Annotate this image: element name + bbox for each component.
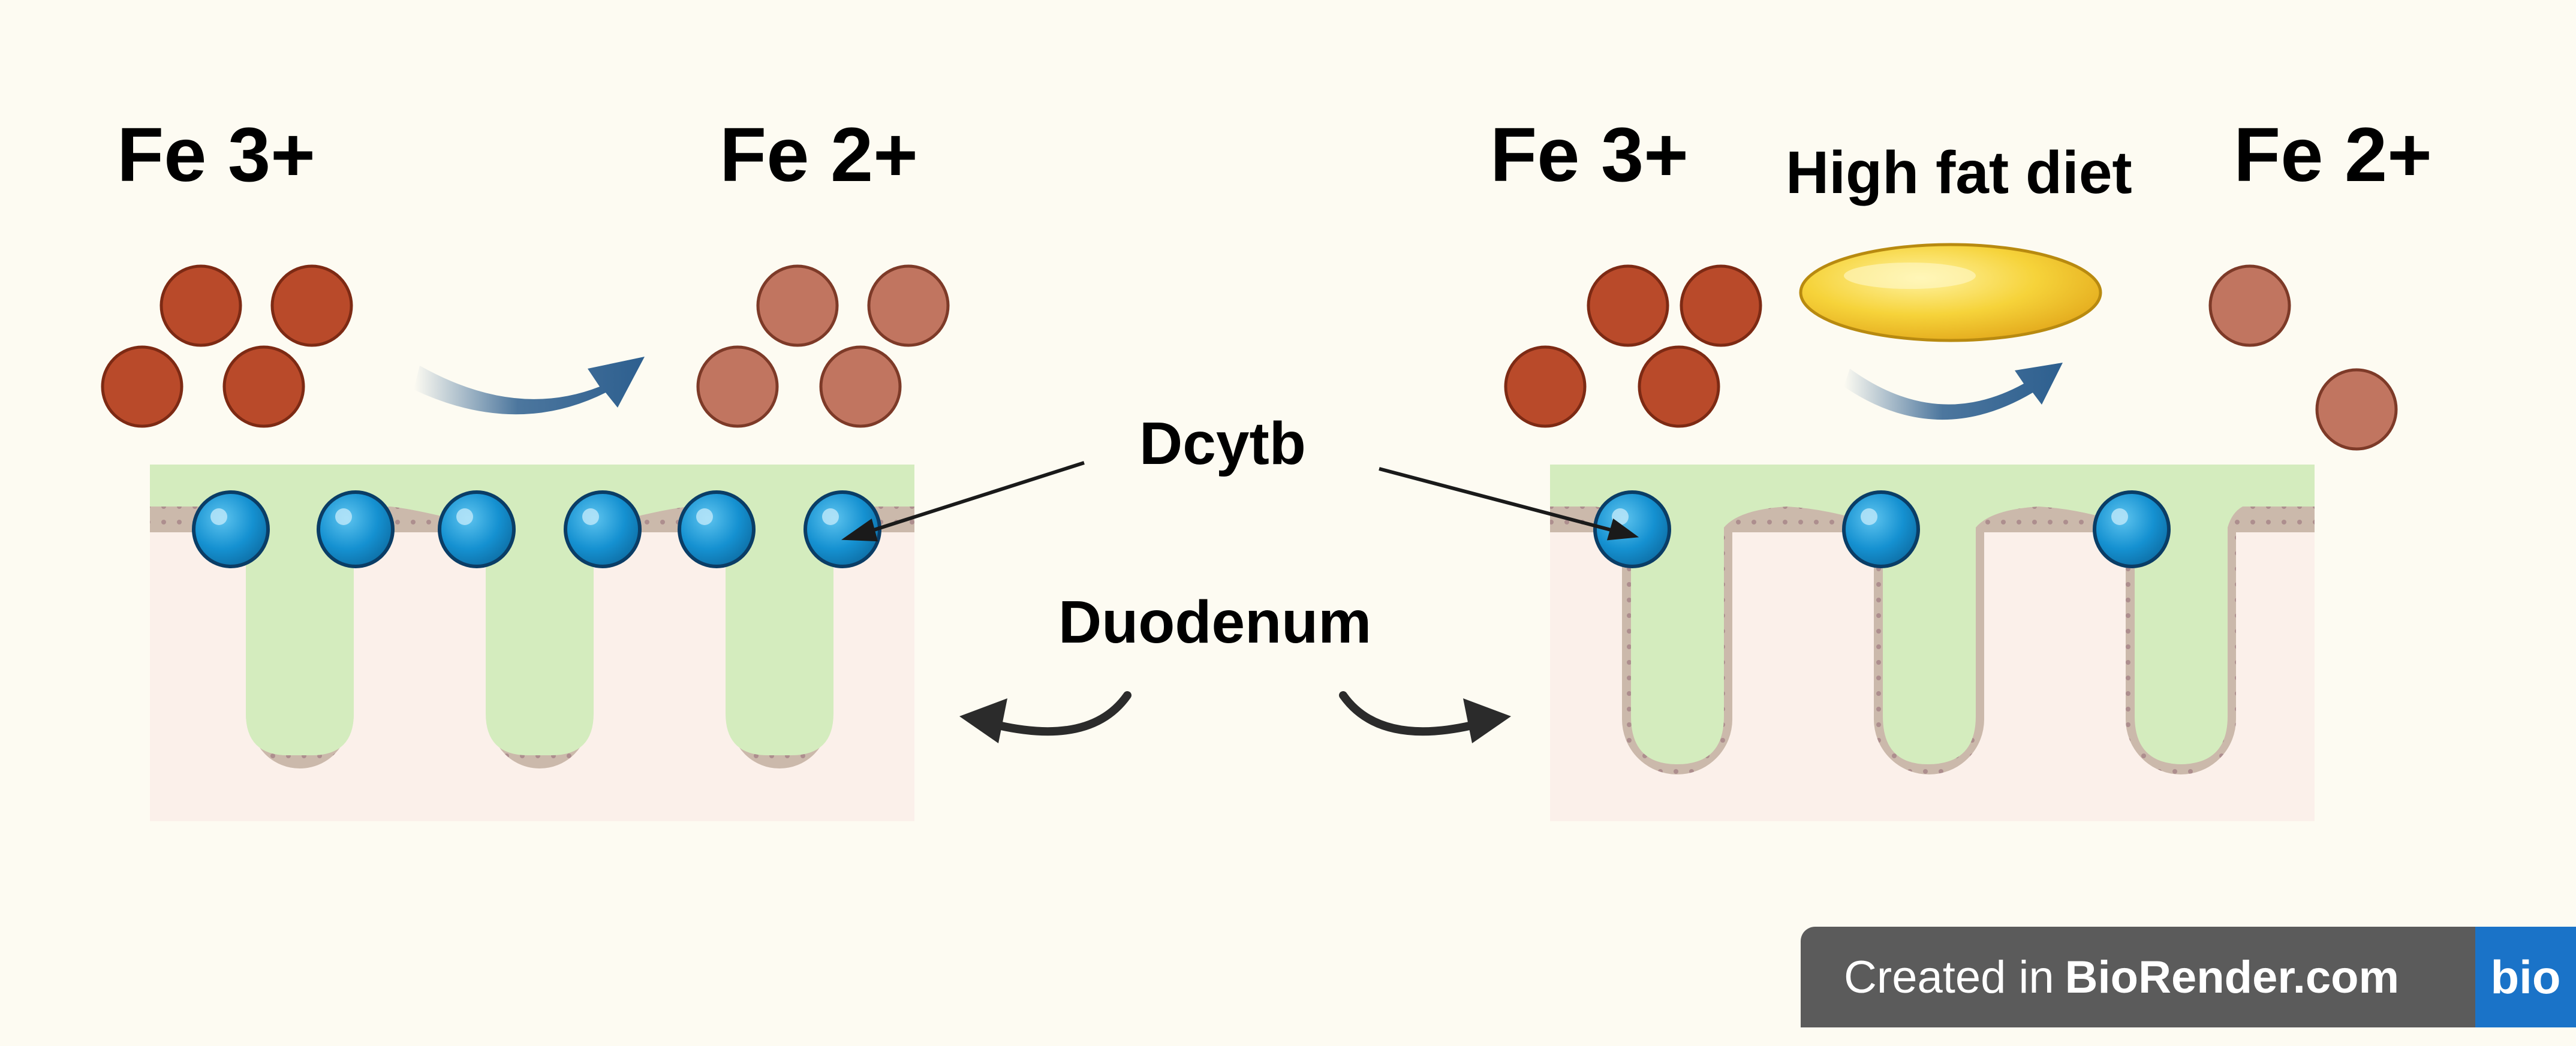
fe3-ion <box>222 345 305 428</box>
fe3-ion <box>1638 345 1720 428</box>
dcytb-protein-icon <box>438 490 516 568</box>
fe3-ion <box>1504 345 1587 428</box>
duodenum-label: Duodenum <box>1058 589 1372 656</box>
fe2-ion <box>2315 368 2398 451</box>
biorender-badge[interactable]: Created in BioRender.com bio <box>1801 927 2576 1027</box>
right-fe2-label: Fe 2+ <box>2234 112 2432 198</box>
dcytb-protein-icon <box>564 490 642 568</box>
fe3-ion <box>1680 264 1762 347</box>
right-fe2-ions <box>2208 264 2398 451</box>
right-fe3-label: Fe 3+ <box>1490 112 1689 198</box>
left-tissue-panel <box>150 465 914 821</box>
badge-text: Created in BioRender.com <box>1801 927 2475 1027</box>
fe3-ion <box>1587 264 1669 347</box>
left-conversion-arrow <box>414 357 645 415</box>
left-fe3-ions <box>101 264 353 428</box>
right-dcytb-proteins <box>1593 490 2171 568</box>
right-conversion-arrow <box>1844 363 2063 420</box>
dcytb-protein-icon <box>1842 490 1920 568</box>
high-fat-diet-label: High fat diet <box>1786 139 2132 206</box>
badge-prefix: Created in <box>1844 951 2054 1003</box>
dcytb-protein-icon <box>192 490 270 568</box>
left-fe3-label: Fe 3+ <box>117 112 315 198</box>
fe3-ion <box>270 264 353 347</box>
fe2-ion <box>819 345 902 428</box>
fe2-ion <box>2208 264 2291 347</box>
fe3-ion <box>160 264 242 347</box>
left-fe2-ions <box>696 264 950 428</box>
duodenum-arrowhead-left <box>959 698 1007 743</box>
duodenum-arrowhead-right <box>1463 698 1511 743</box>
dcytb-protein-icon <box>1593 490 1671 568</box>
dcytb-pointers <box>841 461 1639 542</box>
badge-brand: BioRender.com <box>2065 951 2400 1003</box>
dcytb-protein-icon <box>317 490 395 568</box>
dcytb-protein-icon <box>2093 490 2171 568</box>
biorender-logo-icon: bio <box>2475 927 2576 1027</box>
fe2-ion <box>696 345 779 428</box>
fe3-ion <box>101 345 183 428</box>
right-tissue-panel <box>1550 465 2315 821</box>
dcytb-label: Dcytb <box>1139 410 1306 477</box>
fat-droplet-icon <box>1799 243 2102 342</box>
duodenum-curved-arrows <box>994 691 1476 736</box>
fe2-ion <box>756 264 839 347</box>
left-fe2-label: Fe 2+ <box>720 112 918 198</box>
right-fe3-ions <box>1504 264 1762 428</box>
dcytb-protein-icon <box>678 490 756 568</box>
fe2-ion <box>867 264 950 347</box>
